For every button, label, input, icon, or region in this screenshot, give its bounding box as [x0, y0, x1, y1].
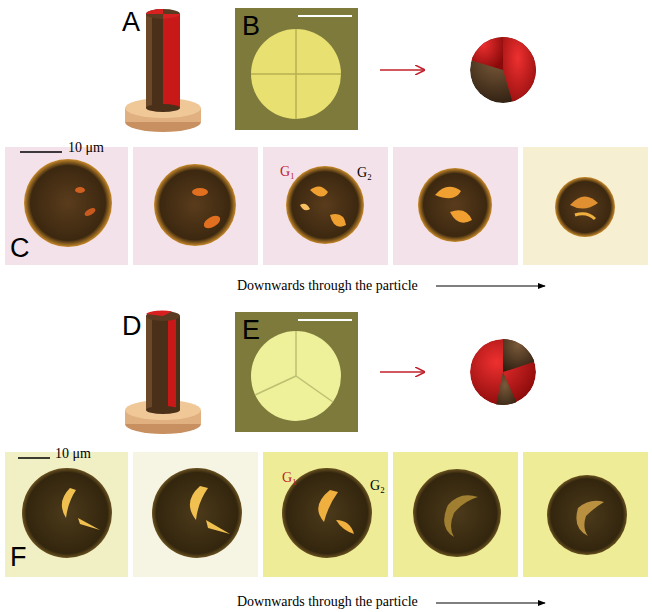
panel-letter: E — [242, 316, 260, 346]
janus-sphere — [470, 330, 540, 410]
janus-sphere — [470, 30, 540, 110]
arrow — [380, 371, 424, 373]
micrograph-series — [5, 147, 648, 265]
grain-label: G₂ — [370, 478, 385, 493]
scale-bar-label: 10 μm — [68, 140, 104, 155]
scale-bar-label: 10 μm — [55, 446, 91, 461]
axis-caption: Downwards through the particle — [237, 278, 418, 293]
arrow — [380, 69, 424, 71]
panel-letter: F — [10, 543, 27, 573]
axis-caption: Downwards through the particle — [237, 594, 418, 609]
direction-arrow — [436, 286, 545, 287]
panel-letter: A — [122, 8, 140, 38]
grain-label: G₁ — [280, 164, 295, 179]
micrograph-top-view — [235, 312, 358, 432]
panel-letter: D — [122, 312, 142, 342]
micrograph-top-view — [235, 8, 358, 130]
micrograph-series — [5, 452, 648, 577]
panel-letter: C — [10, 234, 30, 264]
direction-arrow — [436, 603, 545, 604]
panel-letter: B — [242, 12, 260, 42]
grain-label: G₂ — [357, 165, 372, 180]
grain-label: G₁ — [282, 470, 297, 485]
